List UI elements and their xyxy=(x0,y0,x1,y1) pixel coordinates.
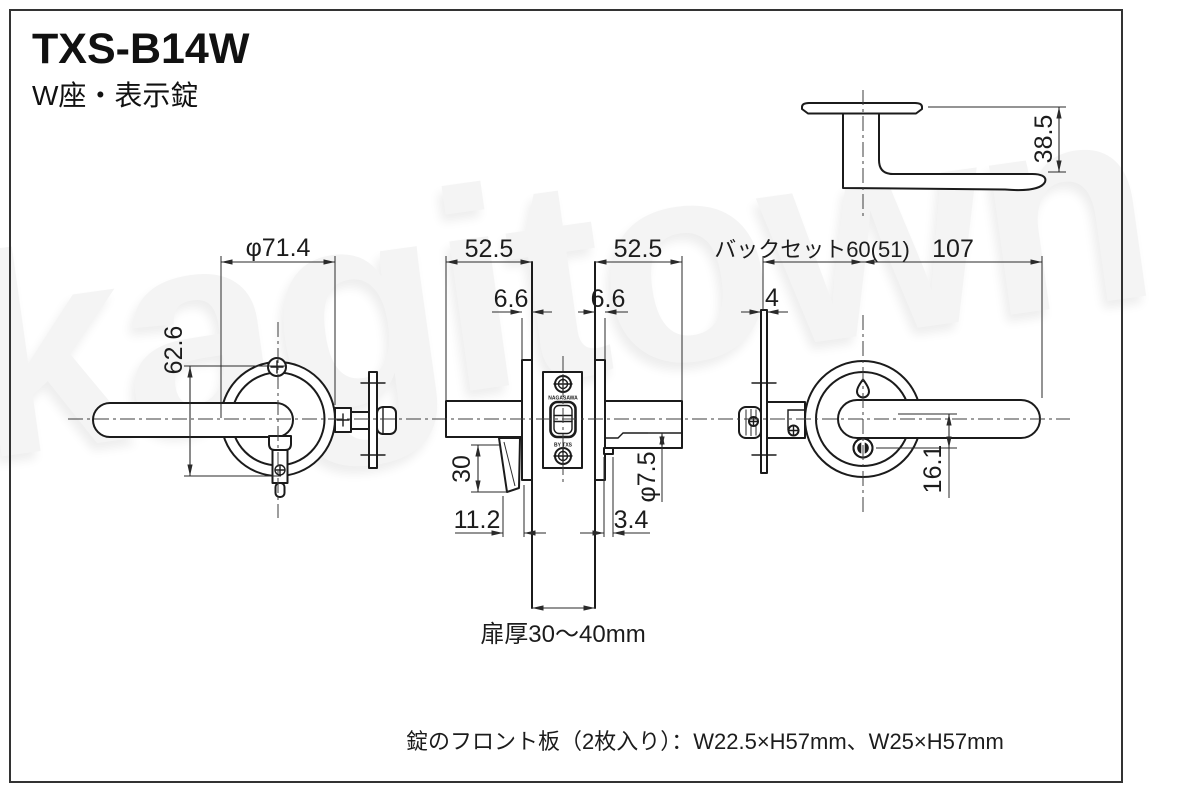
case-screw-cross xyxy=(789,426,798,435)
latch-case xyxy=(766,401,806,439)
dim-door-thickness-label: 扉厚30～40mm xyxy=(480,621,645,648)
release-screw xyxy=(274,464,286,476)
spindle-screw-cross xyxy=(336,413,350,427)
dim-backset-label: バックセット60(51) xyxy=(714,237,910,262)
drawing-border xyxy=(9,9,1123,783)
release-cap xyxy=(268,435,292,451)
dim-plate-right-label: 6.6 xyxy=(591,285,626,313)
front-plate-note: 錠のフロント板（2枚入り）：W22.5×H57mm、W25×H57mm xyxy=(406,729,1004,754)
maker-mark-top: NAGASAWA xyxy=(548,396,578,402)
dim-paddle-offset-label: 11.2 xyxy=(454,506,501,534)
ext-line xyxy=(648,432,670,502)
dim-release-offset-label: 16.1 xyxy=(919,445,947,494)
lever-handle xyxy=(92,402,294,438)
left-front-view: φ71.4 62.6 xyxy=(92,234,397,498)
right-front-view: バックセット60(51) 107 4 16.1 xyxy=(714,235,1043,498)
latch-case-detail xyxy=(787,409,806,431)
dim-rose-diameter-label: φ71.4 xyxy=(246,234,311,262)
section-view: NAGASAWA BY TXS 52.5 52.5 6.6 6.6 xyxy=(445,235,683,648)
page-subtitle: W座・表示錠 xyxy=(32,80,198,111)
top-screw-cross xyxy=(270,360,284,374)
release-screw-cross xyxy=(275,465,285,475)
front-plate-ticks xyxy=(751,382,777,456)
ext-line xyxy=(603,457,614,537)
dim-projection-label: 38.5 xyxy=(1030,115,1058,164)
dim-paddle-height-label: 30 xyxy=(448,455,476,483)
ext-line xyxy=(762,256,1043,398)
rose-plate-top-view xyxy=(801,102,923,115)
centerlines xyxy=(68,90,1070,518)
dim-plate-left-label: 6.6 xyxy=(494,285,529,313)
lever-top-view xyxy=(842,112,1047,192)
mount-plate-ticks xyxy=(360,382,386,456)
top-view: 38.5 xyxy=(801,102,1066,192)
dim-depth-right-label: 52.5 xyxy=(614,235,663,263)
dim-depth-left-label: 52.5 xyxy=(465,235,514,263)
dim-pitch-label: 62.6 xyxy=(160,326,188,375)
ext-line xyxy=(502,485,525,537)
paddle-fold-line xyxy=(503,441,516,487)
spindle-bushing xyxy=(376,406,397,435)
mount-plate xyxy=(368,371,378,469)
ext-line xyxy=(220,256,336,418)
left-rose-edge xyxy=(521,359,533,481)
spindle-shaft xyxy=(351,411,370,430)
release-pin-stub xyxy=(603,447,614,455)
page-title: TXS-B14W xyxy=(32,25,250,73)
dim-pin-offset-label: 3.4 xyxy=(614,506,649,534)
release-pin xyxy=(274,482,286,498)
front-plate-edge xyxy=(760,309,768,474)
right-boss xyxy=(604,400,683,449)
dim-front-thickness-label: 4 xyxy=(765,284,779,312)
dim-pin-diameter-label: φ7.5 xyxy=(633,452,661,503)
ext-line xyxy=(184,365,287,477)
dim-length-label: 107 xyxy=(932,235,974,263)
